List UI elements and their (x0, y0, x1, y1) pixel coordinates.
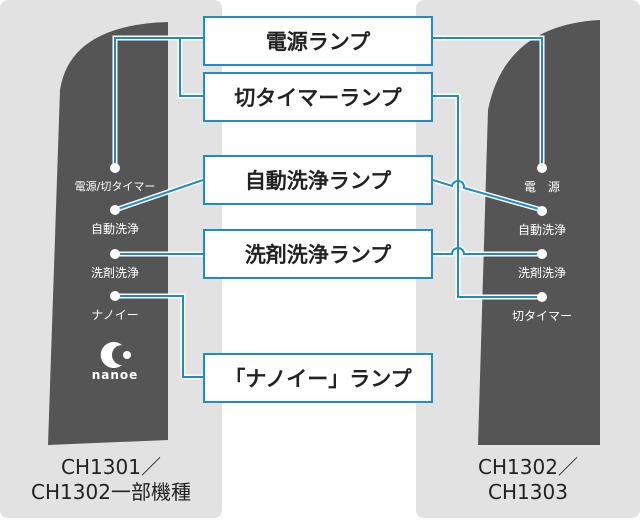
left-model-caption: CH1301／ CH1302一部機種 (0, 455, 222, 505)
caption-line: CH1301／ (61, 455, 161, 479)
lamp-dot (537, 249, 547, 259)
caption-line: CH1302／ (478, 455, 578, 479)
callout-detergent-clean-lamp: 洗剤洗浄ランプ (203, 229, 433, 279)
left-label-auto-clean: 自動洗浄 (90, 222, 139, 236)
lamp-dot (110, 163, 120, 173)
caption-line: CH1303 (488, 480, 568, 504)
right-label-auto-clean: 自動洗浄 (517, 223, 566, 237)
lamp-dot (537, 163, 547, 173)
callout-timer-lamp: 切タイマーランプ (203, 72, 433, 122)
right-label-power: 電 源 (523, 180, 560, 194)
lamp-dot (537, 206, 547, 216)
right-label-detergent-clean: 洗剤洗浄 (517, 266, 566, 280)
left-remote-body (48, 22, 168, 445)
left-label-nanoe: ナノイー (91, 308, 139, 322)
callout-nanoe-lamp: 「ナノイー」ランプ (203, 353, 433, 403)
callout-auto-clean-lamp: 自動洗浄ランプ (203, 155, 433, 205)
lamp-dot (110, 291, 120, 301)
connector-lines (114, 37, 543, 378)
nanoe-logo-icon (100, 342, 131, 369)
right-remote-body (478, 20, 600, 445)
left-label-detergent-clean: 洗剤洗浄 (90, 266, 139, 280)
lamp-dot (537, 292, 547, 302)
nanoe-logo-text: nanoe (91, 368, 139, 382)
right-label-timer: 切タイマー (511, 309, 572, 323)
callout-power-lamp: 電源ランプ (203, 16, 433, 66)
right-model-caption: CH1302／ CH1303 (416, 455, 640, 505)
caption-line: CH1302一部機種 (31, 480, 191, 504)
lamp-dots (110, 163, 547, 302)
lamp-dot (110, 249, 120, 259)
lamp-dot (110, 205, 120, 215)
left-label-power-timer: 電源/切タイマー (74, 180, 156, 193)
